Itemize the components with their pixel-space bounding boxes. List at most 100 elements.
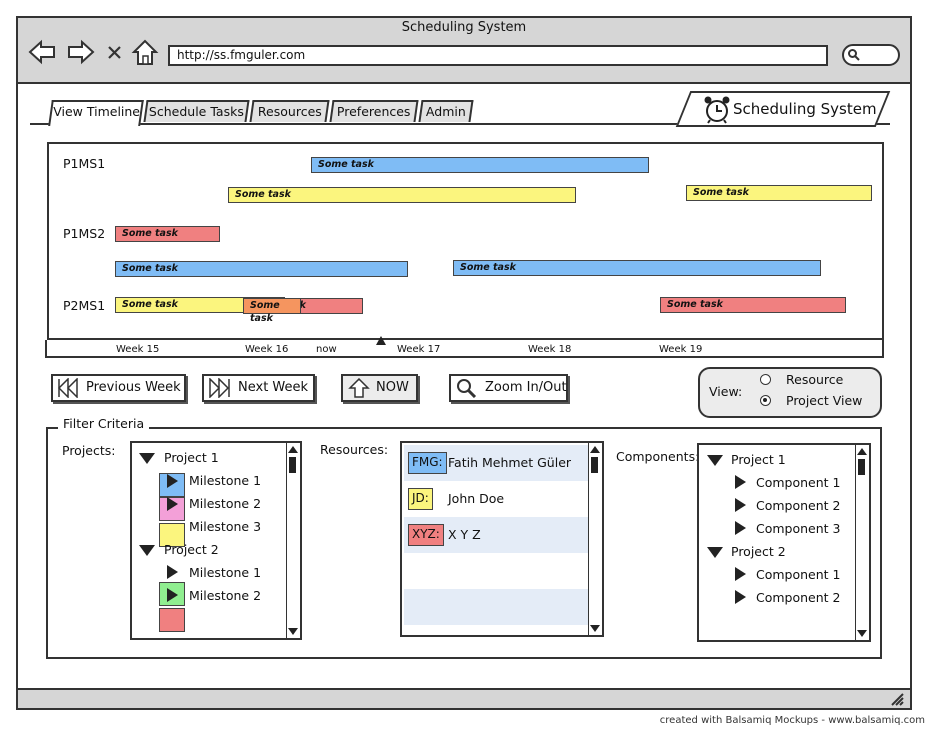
previous-week-label: Previous Week [86, 380, 181, 395]
up-arrow-icon [348, 378, 370, 398]
tree-project[interactable]: Project 1 [731, 452, 786, 467]
scroll-down-icon[interactable] [857, 630, 867, 637]
week-label: now [316, 344, 337, 355]
row-label: P1MS1 [63, 156, 106, 171]
now-marker-icon [376, 336, 386, 345]
expand-icon[interactable] [735, 521, 746, 535]
expand-icon[interactable] [167, 474, 178, 488]
magnifier-icon [457, 379, 477, 398]
expand-icon[interactable] [735, 498, 746, 512]
week-label: Week 17 [397, 344, 441, 355]
rewind-icon [58, 378, 78, 398]
tree-component[interactable]: Component 2 [756, 498, 841, 513]
collapse-icon[interactable] [139, 545, 155, 556]
expand-icon[interactable] [735, 590, 746, 604]
timeline-panel [47, 142, 884, 340]
expand-icon[interactable] [735, 475, 746, 489]
task-bar[interactable]: Some task [115, 261, 408, 277]
logo-text: Scheduling System [733, 100, 877, 118]
task-bar[interactable]: Some task [453, 260, 821, 276]
resource-row[interactable]: XYZ: X Y Z [404, 517, 588, 553]
view-selector [698, 367, 882, 418]
expand-icon[interactable] [167, 565, 178, 579]
next-week-label: Next Week [238, 380, 309, 395]
tree-milestone[interactable]: Milestone 1 [189, 473, 262, 488]
zoom-label: Zoom In/Out [485, 380, 567, 395]
tree-project[interactable]: Project 1 [164, 450, 219, 465]
tab-view-timeline[interactable]: View Timeline [48, 100, 144, 126]
components-label: Components: [616, 449, 700, 464]
tree-component[interactable]: Component 3 [756, 521, 841, 536]
scrollbar[interactable] [588, 443, 602, 635]
components-list[interactable]: Project 1 Component 1 Component 2 Compon… [697, 443, 871, 642]
filter-title: Filter Criteria [58, 416, 150, 431]
expand-icon[interactable] [167, 497, 178, 511]
tree-milestone[interactable]: Milestone 3 [189, 519, 262, 534]
resource-tag: FMG: [408, 452, 447, 474]
scroll-up-icon[interactable] [590, 446, 600, 453]
project-view-radio[interactable] [760, 395, 771, 406]
row-label: P1MS2 [63, 226, 106, 241]
collapse-icon[interactable] [707, 547, 723, 558]
expand-icon[interactable] [167, 588, 178, 602]
tab-schedule-tasks[interactable]: Schedule Tasks [143, 100, 250, 122]
tree-project[interactable]: Project 2 [164, 542, 219, 557]
resource-name: Fatih Mehmet Güler [448, 455, 572, 470]
tree-component[interactable]: Component 1 [756, 475, 841, 490]
collapse-icon[interactable] [707, 455, 723, 466]
resize-grip-icon[interactable] [890, 692, 904, 706]
resource-radio[interactable] [760, 374, 771, 385]
status-bar [18, 688, 910, 708]
tree-milestone[interactable]: Milestone 2 [189, 496, 262, 511]
collapse-icon[interactable] [139, 453, 155, 464]
expand-icon[interactable] [735, 567, 746, 581]
task-bar[interactable]: Some task [115, 226, 220, 242]
previous-week-button[interactable]: Previous Week [51, 374, 186, 402]
scroll-down-icon[interactable] [288, 628, 298, 635]
resources-list[interactable]: FMG: Fatih Mehmet Güler JD: John Doe XYZ… [400, 441, 604, 637]
scrollbar[interactable] [286, 443, 300, 638]
resource-tag: JD: [408, 488, 433, 510]
resource-row[interactable]: JD: John Doe [404, 481, 588, 517]
fast-forward-icon [209, 378, 230, 398]
tree-component[interactable]: Component 1 [756, 567, 841, 582]
resource-row[interactable]: FMG: Fatih Mehmet Güler [404, 445, 588, 481]
scroll-thumb[interactable] [289, 457, 296, 473]
browser-search-box[interactable] [842, 44, 900, 66]
stop-x-icon[interactable] [104, 38, 126, 66]
credit-text: created with Balsamiq Mockups - www.bals… [659, 715, 925, 726]
task-bar[interactable]: Some task [660, 297, 846, 313]
next-week-button[interactable]: Next Week [202, 374, 315, 402]
scrollbar[interactable] [855, 445, 869, 640]
row-label: P2MS1 [63, 298, 106, 313]
zoom-button[interactable]: Zoom In/Out [449, 374, 568, 402]
week-label: Week 19 [659, 344, 703, 355]
task-bar[interactable]: Some task [243, 298, 301, 324]
tree-component[interactable]: Component 2 [756, 590, 841, 605]
task-bar[interactable]: Some task [228, 187, 576, 203]
scroll-up-icon[interactable] [288, 446, 298, 453]
forward-arrow-icon[interactable] [67, 38, 95, 66]
home-icon[interactable] [131, 38, 159, 66]
tab-preferences[interactable]: Preferences [329, 100, 419, 122]
tree-milestone[interactable]: Milestone 2 [189, 588, 262, 603]
projects-list[interactable]: Project 1 Milestone 1 Milestone 2 Milest… [130, 441, 302, 640]
scroll-thumb[interactable] [858, 459, 865, 475]
now-button[interactable]: NOW [341, 374, 418, 402]
url-input[interactable]: http://ss.fmguler.com [168, 45, 828, 66]
back-arrow-icon[interactable] [28, 38, 56, 66]
resource-row-empty [404, 589, 588, 625]
tree-milestone[interactable]: Milestone 1 [189, 565, 262, 580]
scroll-thumb[interactable] [591, 457, 598, 473]
tree-project[interactable]: Project 2 [731, 544, 786, 559]
scroll-up-icon[interactable] [857, 448, 867, 455]
resources-label: Resources: [320, 442, 389, 457]
scroll-down-icon[interactable] [590, 625, 600, 632]
filter-panel [46, 427, 882, 659]
color-swatch [159, 523, 185, 547]
tab-admin[interactable]: Admin [418, 100, 474, 122]
task-bar[interactable]: Some task [311, 157, 649, 173]
tab-resources[interactable]: Resources [249, 100, 330, 122]
resource-row-empty [404, 553, 588, 589]
task-bar[interactable]: Some task [686, 185, 872, 201]
